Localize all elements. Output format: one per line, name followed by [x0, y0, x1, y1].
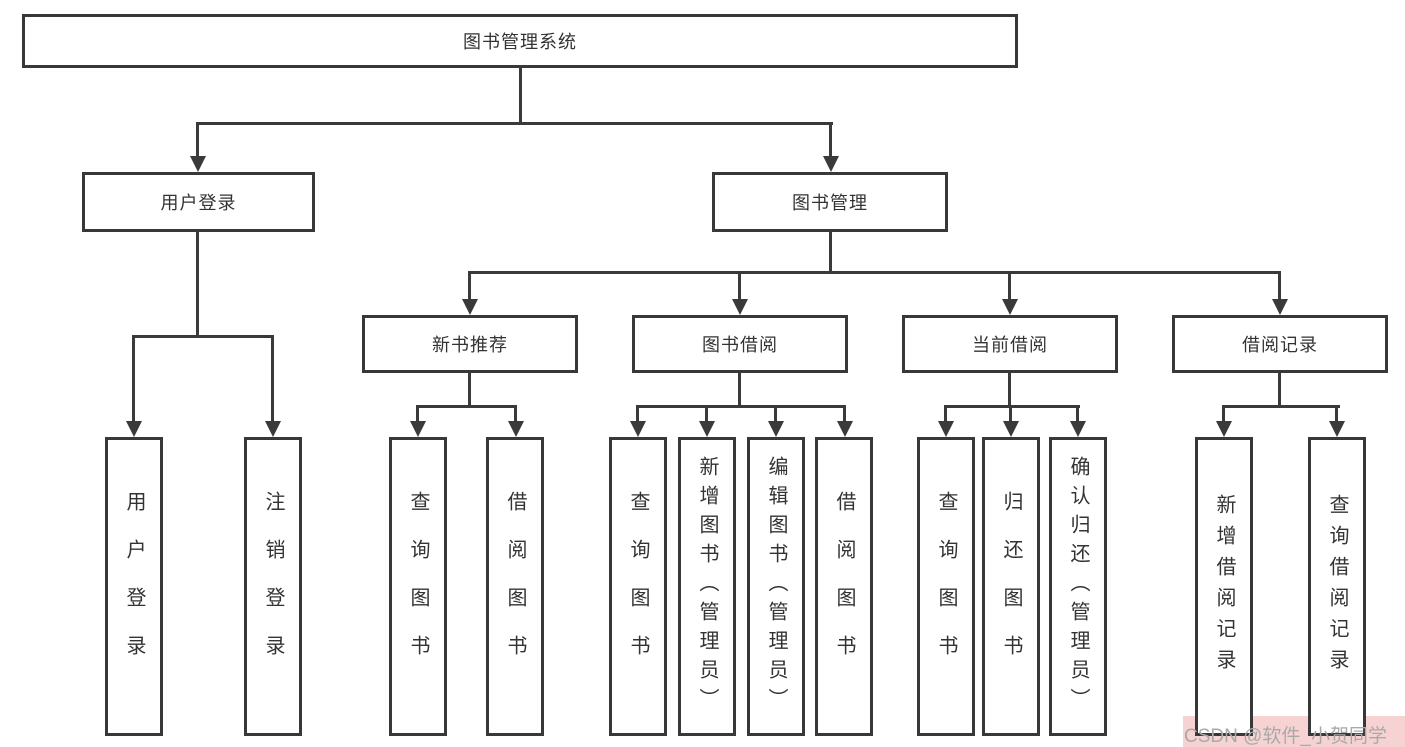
- leaf-bb-borrow-books: 借阅图书: [815, 437, 873, 736]
- connector-arrow-cb-return: [1009, 405, 1012, 421]
- leaf-logout: 注销登录: [244, 437, 302, 736]
- connector-newbook-bar: [416, 405, 517, 408]
- leaf-nb-borrow-books: 借阅图书: [486, 437, 544, 736]
- node-root: 图书管理系统: [22, 14, 1018, 68]
- leaf-br-add-record-label: 新增借阅记录: [1213, 493, 1235, 680]
- connector-bookmgmt-stem: [829, 232, 832, 271]
- connector-arrow-current-borrow: [1008, 271, 1011, 299]
- watermark: CSDN @软件_小贺同学: [1184, 726, 1387, 747]
- connector-records-bar: [1222, 405, 1340, 408]
- connector-arrow-book-borrow: [738, 271, 741, 299]
- node-borrow-records-label: 借阅记录: [1242, 335, 1318, 355]
- connector-arrow-borrow-records: [1278, 271, 1281, 299]
- leaf-bb-query-books: 查询图书: [609, 437, 667, 736]
- connector-arrow-bb-borrow: [843, 405, 846, 421]
- leaf-nb-query-books-label: 查询图书: [407, 490, 429, 683]
- connector-arrow-nb-query: [416, 405, 419, 421]
- node-book-management-label: 图书管理: [792, 193, 868, 213]
- leaf-br-query-record-label: 查询借阅记录: [1326, 493, 1348, 680]
- leaf-bb-edit-books: 编辑图书（管理员）: [747, 437, 805, 736]
- connector-arrow-user-login: [196, 122, 199, 156]
- leaf-bb-add-books: 新增图书（管理员）: [678, 437, 736, 736]
- node-user-login: 用户登录: [82, 172, 315, 232]
- leaf-user-login: 用户登录: [105, 437, 163, 736]
- leaf-nb-borrow-books-label: 借阅图书: [504, 490, 526, 683]
- node-user-login-label: 用户登录: [160, 193, 237, 213]
- connector-arrow-bb-query: [636, 405, 639, 421]
- node-current-borrow-label: 当前借阅: [972, 335, 1048, 355]
- node-book-management: 图书管理: [712, 172, 948, 232]
- leaf-cb-confirm-return-label: 确认归还（管理员）: [1067, 456, 1089, 717]
- connector-userlogin-stem: [196, 232, 199, 335]
- node-current-borrow: 当前借阅: [902, 315, 1118, 373]
- connector-userlogin-bar: [132, 335, 274, 338]
- connector-arrow-new-book: [468, 271, 471, 299]
- connector-root-stem: [519, 68, 522, 122]
- connector-arrow-bb-edit: [774, 405, 777, 421]
- leaf-cb-return-books: 归还图书: [982, 437, 1040, 736]
- connector-records-stem: [1278, 373, 1281, 405]
- leaf-bb-query-books-label: 查询图书: [627, 490, 649, 683]
- node-new-book-recommend: 新书推荐: [362, 315, 578, 373]
- node-root-label: 图书管理系统: [463, 32, 577, 52]
- leaf-bb-edit-books-label: 编辑图书（管理员）: [765, 456, 787, 717]
- leaf-cb-confirm-return: 确认归还（管理员）: [1049, 437, 1107, 736]
- leaf-cb-query-books-label: 查询图书: [935, 490, 957, 683]
- connector-arrow-leaf-user-login: [132, 335, 135, 421]
- leaf-bb-add-books-label: 新增图书（管理员）: [696, 456, 718, 717]
- node-borrow-records: 借阅记录: [1172, 315, 1388, 373]
- connector-bookborrow-stem: [738, 373, 741, 405]
- connector-arrow-cb-confirm: [1076, 405, 1079, 421]
- connector-currentborrow-bar: [944, 405, 1080, 408]
- connector-arrow-br-add: [1222, 405, 1225, 421]
- connector-currentborrow-stem: [1008, 373, 1011, 405]
- leaf-br-query-record: 查询借阅记录: [1308, 437, 1366, 736]
- connector-bookborrow-bar: [636, 405, 846, 408]
- leaf-nb-query-books: 查询图书: [389, 437, 447, 736]
- connector-arrow-cb-query: [944, 405, 947, 421]
- connector-arrow-book-management: [829, 122, 832, 156]
- leaf-cb-return-books-label: 归还图书: [1000, 490, 1022, 683]
- node-book-borrow-label: 图书借阅: [702, 335, 778, 355]
- connector-root-bar: [196, 122, 833, 125]
- connector-arrow-bb-add: [705, 405, 708, 421]
- connector-newbook-stem: [468, 373, 471, 405]
- node-book-borrow: 图书借阅: [632, 315, 848, 373]
- node-new-book-recommend-label: 新书推荐: [432, 335, 508, 355]
- leaf-bb-borrow-books-label: 借阅图书: [833, 490, 855, 683]
- connector-bookmgmt-bar: [468, 271, 1281, 274]
- leaf-logout-label: 注销登录: [262, 490, 284, 683]
- leaf-br-add-record: 新增借阅记录: [1195, 437, 1253, 736]
- connector-arrow-br-query: [1335, 405, 1338, 421]
- connector-arrow-leaf-logout: [271, 335, 274, 421]
- leaf-cb-query-books: 查询图书: [917, 437, 975, 736]
- leaf-user-login-label: 用户登录: [123, 490, 145, 683]
- connector-arrow-nb-borrow: [514, 405, 517, 421]
